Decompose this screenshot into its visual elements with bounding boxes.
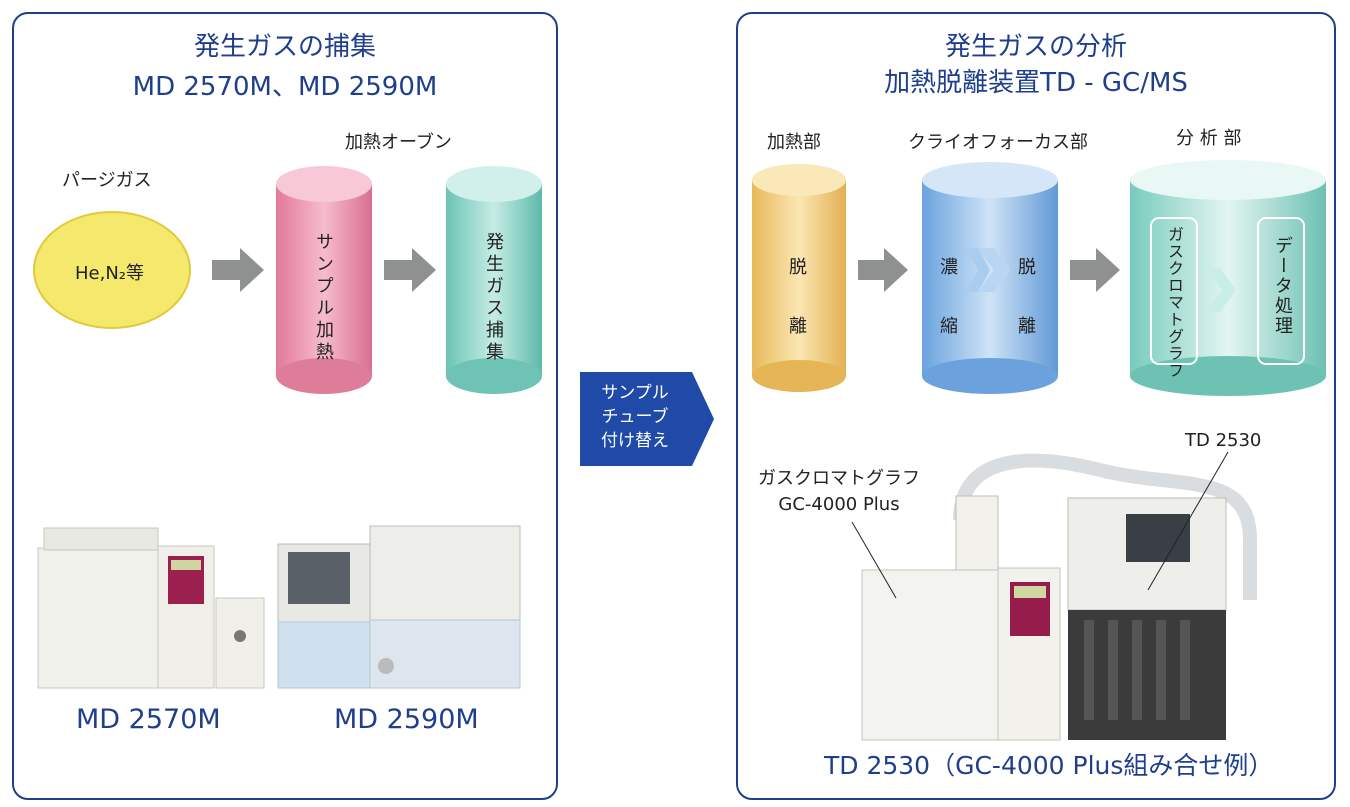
- cryofocus-cylinder: [922, 162, 1058, 394]
- purge-gas-text: He,N₂等: [75, 263, 145, 284]
- analysis-cylinder: [1130, 160, 1326, 396]
- concentrate-text-a: 濃: [940, 257, 958, 278]
- md2590m-photo: [277, 525, 521, 689]
- data-processing-text: データ処理: [1272, 236, 1293, 336]
- concentrate-text-b: 縮: [940, 316, 958, 337]
- arrow-right-1: [212, 248, 264, 292]
- gas-capture-cylinder: [446, 166, 542, 394]
- gc-box: [1150, 217, 1198, 365]
- desorb2-text-a: 脱: [1018, 257, 1036, 278]
- gas-capture-text: 発生ガス捕集: [483, 232, 504, 364]
- model-label-md2570m: MD 2570M: [76, 704, 221, 735]
- model-label-md2590m: MD 2590M: [334, 704, 479, 735]
- chevron-right-icon: [1206, 268, 1236, 312]
- gc-callout-line: [851, 521, 897, 599]
- oven-label: 加熱オーブン: [345, 132, 452, 153]
- td-caption: TD 2530（GC-4000 Plus組み合せ例）: [824, 751, 1274, 780]
- arrow-right-3: [858, 248, 908, 292]
- right-title-line1: 発生ガスの分析: [944, 32, 1127, 62]
- arrow-right-4: [1070, 248, 1120, 292]
- gc-callout-line1: ガスクロマトグラフ: [758, 468, 920, 489]
- arrow-right-2: [384, 248, 436, 292]
- purge-gas-ellipse: [33, 211, 191, 329]
- sample-heating-text: サンプル加熱: [313, 232, 334, 364]
- swap-line3: 付け替え: [601, 431, 669, 451]
- md2570m-photo: [37, 527, 265, 689]
- cryofocus-section-label: クライオフォーカス部: [908, 132, 1088, 153]
- purge-gas-label: パージガス: [62, 170, 152, 191]
- heating-cylinder: [752, 164, 846, 392]
- swap-text: サンプル チューブ 付け替え: [580, 381, 690, 453]
- desorb-text-a: 脱: [789, 257, 807, 278]
- swap-line2: チューブ: [601, 407, 669, 427]
- gc-callout: ガスクロマトグラフ GC-4000 Plus: [758, 466, 920, 518]
- left-title-line1: 発生ガスの捕集: [193, 32, 376, 62]
- analysis-section-label: 分 析 部: [1176, 128, 1242, 149]
- swap-line1: サンプル: [601, 383, 669, 403]
- heating-section-label: 加熱部: [767, 132, 821, 153]
- desorb-text-b: 離: [789, 316, 807, 337]
- data-box: [1257, 217, 1305, 365]
- left-title-line2: MD 2570M、MD 2590M: [132, 72, 438, 102]
- right-title-line2: 加熱脱離装置TD - GC/MS: [884, 68, 1188, 98]
- chevron-right-icon: [966, 248, 990, 292]
- desorb2-text-b: 離: [1018, 316, 1036, 337]
- td2530-photo: [861, 453, 1257, 741]
- gc-callout-line2: GC-4000 Plus: [778, 494, 900, 515]
- gc-vertical-text: ガスクロマトグラフ: [1165, 226, 1184, 379]
- sample-heating-cylinder: [276, 166, 372, 394]
- td-callout: TD 2530: [1185, 430, 1262, 451]
- td-callout-line: [1147, 451, 1229, 591]
